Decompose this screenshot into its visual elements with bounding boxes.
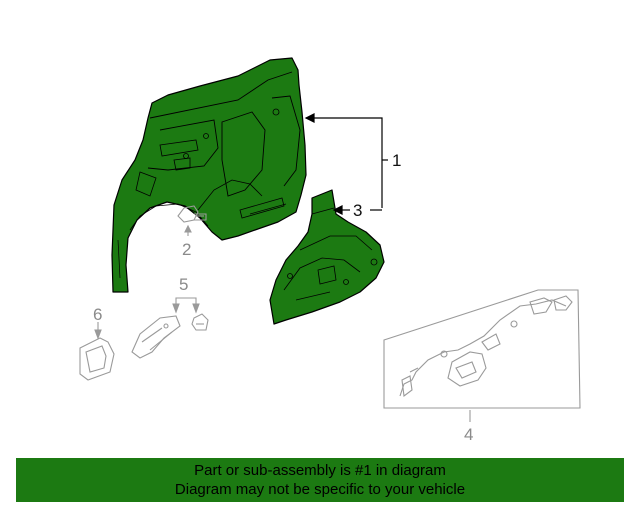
- callout-1: 1: [392, 151, 401, 170]
- callout-6: 6: [93, 305, 102, 324]
- bolt[interactable]: [177, 205, 207, 236]
- callout-5: 5: [179, 275, 188, 294]
- cap[interactable]: [79, 322, 115, 381]
- callout-4: 4: [464, 425, 473, 444]
- bracket[interactable]: [131, 297, 209, 359]
- notice-line-1: Part or sub-assembly is #1 in diagram: [194, 462, 446, 479]
- notice-line-2: Diagram may not be specific to your vehi…: [174, 481, 466, 498]
- callout-2: 2: [182, 240, 191, 259]
- quarter-inner-panel[interactable]: [111, 57, 307, 293]
- wheelhouse-panel[interactable]: [269, 189, 385, 325]
- notice-banner: Part or sub-assembly is #1 in diagram Di…: [16, 458, 624, 502]
- callout-3: 3: [353, 201, 362, 220]
- harness-group[interactable]: [383, 289, 581, 422]
- leader-lines-1-3: [304, 113, 388, 215]
